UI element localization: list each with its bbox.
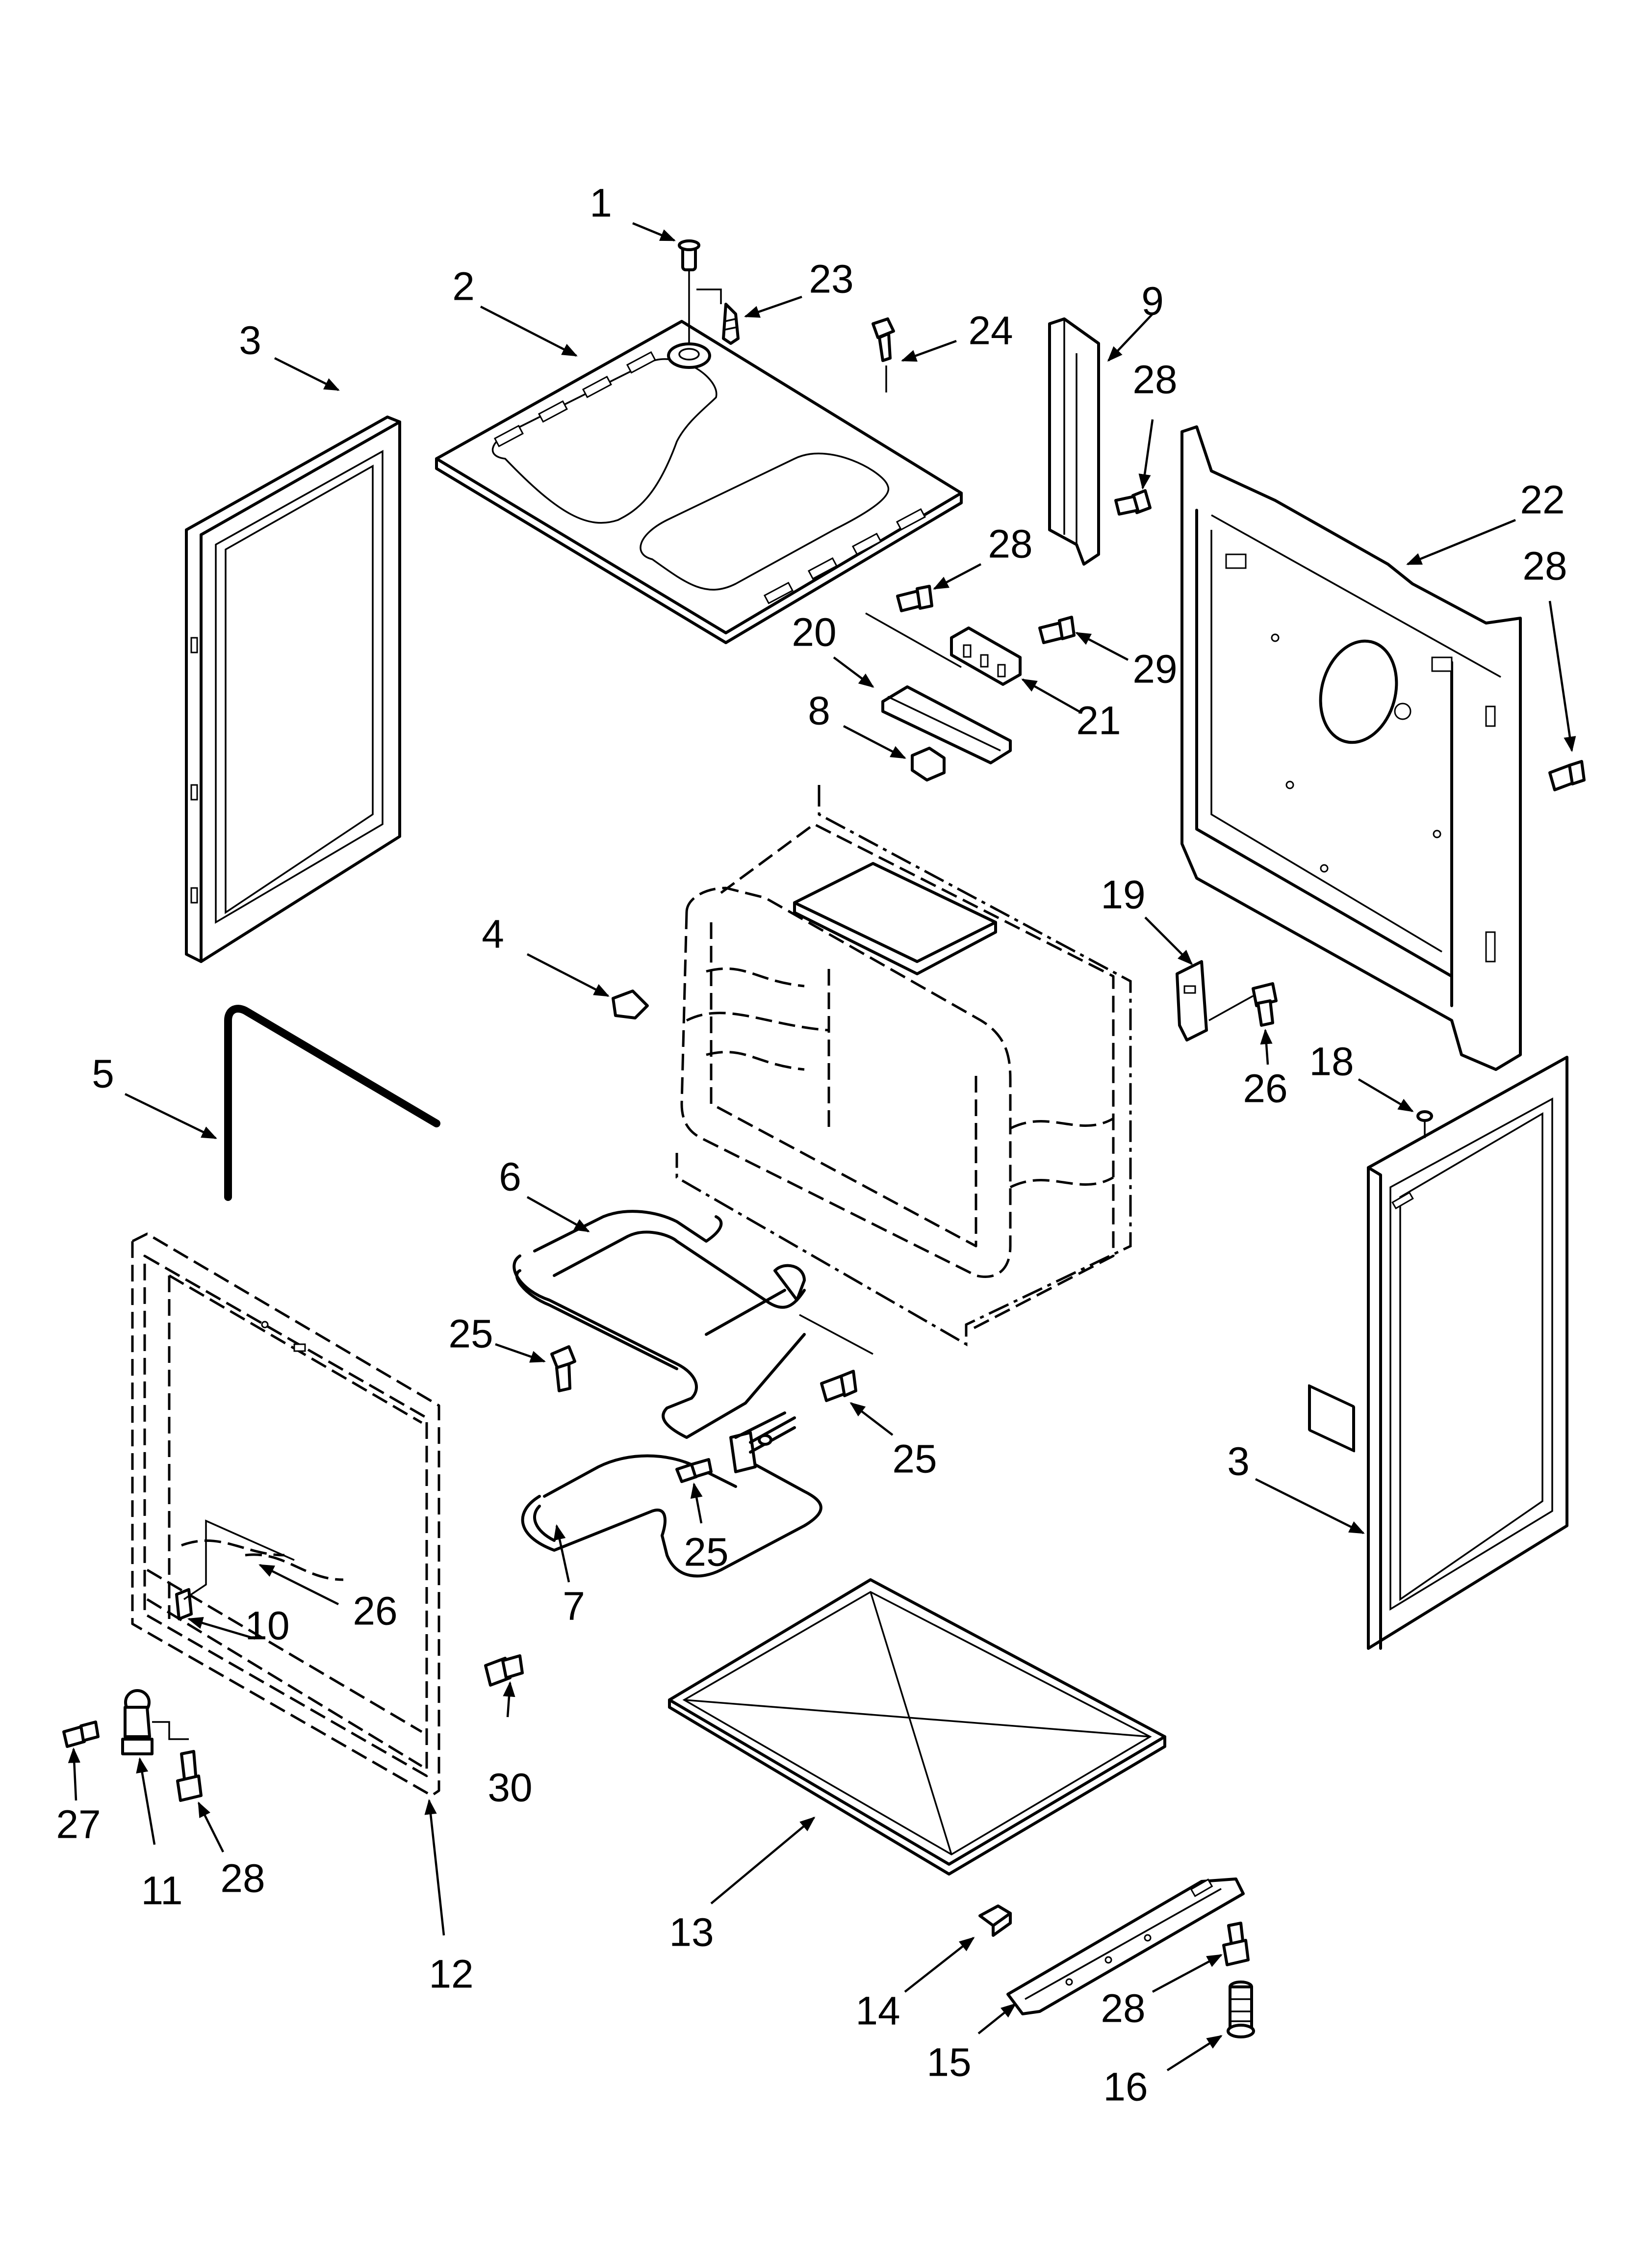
latch-part-10: [175, 1519, 295, 1620]
hinge-part-11: [121, 1689, 189, 1755]
callout-8: 8: [808, 689, 830, 733]
callout-28-b: 28: [1522, 544, 1567, 589]
callout-25-a: 25: [448, 1312, 493, 1356]
callout-27: 27: [56, 1802, 101, 1847]
screw-part-28-f: [1548, 760, 1586, 791]
screw-part-29: [1038, 616, 1076, 644]
callout-2: 2: [452, 264, 475, 309]
callout-10: 10: [245, 1604, 289, 1648]
callout-16: 16: [1103, 2065, 1148, 2110]
screw-part-26-a: [1252, 982, 1278, 1027]
callout-23: 23: [809, 257, 853, 302]
door-frame: [131, 1232, 440, 1797]
screw-part-25-c: [675, 1458, 713, 1483]
callout-28-d: 28: [220, 1856, 265, 1901]
callout-3-left: 3: [239, 318, 261, 363]
clip-part-4: [612, 990, 649, 1019]
callout-26-b: 26: [353, 1589, 397, 1634]
callout-22: 22: [1520, 478, 1565, 522]
rear-panel: [1180, 425, 1522, 1453]
top-pin-part-1: [678, 239, 722, 343]
screw-part-24: [872, 317, 895, 392]
leveling-leg-part-16: [1227, 1981, 1255, 2038]
bracket-part-9: [1048, 317, 1100, 566]
callout-12: 12: [429, 1952, 473, 1997]
bracket-part-21: [950, 626, 1022, 686]
screw-part-27: [62, 1721, 100, 1748]
callout-3-right: 3: [1227, 1439, 1250, 1484]
callout-20: 20: [792, 610, 836, 655]
screw-part-28-b: [1114, 489, 1152, 516]
bracket-part-20: [865, 612, 1012, 764]
callout-labels: 1 2 23 24 3 9 28 22 28 28 29 20 21 8 4 1…: [56, 181, 1567, 2110]
callout-19: 19: [1101, 873, 1145, 917]
callout-29: 29: [1132, 647, 1177, 692]
callout-26-a: 26: [1243, 1067, 1287, 1111]
cooktop-support-panel: [435, 320, 963, 644]
screw-part-28-e: [1222, 1922, 1250, 1966]
bracket-part-19: [1176, 960, 1254, 1042]
callout-30: 30: [487, 1766, 532, 1810]
side-panel-right: [1367, 1056, 1568, 1650]
callout-25-c: 25: [684, 1530, 728, 1575]
callout-21: 21: [1076, 699, 1121, 743]
screw-part-28-d: [176, 1750, 203, 1802]
callout-9: 9: [1141, 279, 1164, 324]
leader-lines: [68, 222, 1576, 2071]
oven-cavity: [675, 785, 1132, 1347]
callout-1: 1: [590, 181, 612, 226]
screw-part-25-b: [820, 1370, 857, 1402]
callout-4: 4: [482, 912, 504, 957]
screw-part-28-c: [896, 585, 933, 612]
callout-15: 15: [926, 2040, 971, 2085]
callout-13: 13: [669, 1910, 714, 1955]
callout-28-e: 28: [1101, 1986, 1145, 2031]
callout-7: 7: [563, 1584, 585, 1629]
callout-5: 5: [92, 1052, 114, 1096]
callout-24: 24: [968, 309, 1013, 353]
screw-part-25-a: [550, 1345, 576, 1392]
screw-part-30: [484, 1654, 524, 1687]
side-panel-left: [185, 416, 401, 963]
callout-11: 11: [141, 1869, 182, 1913]
screw-part-23: [722, 303, 740, 345]
oven-bottom: [668, 1578, 1166, 1876]
callout-28-c: 28: [988, 522, 1032, 567]
callout-18: 18: [1309, 1040, 1354, 1084]
nut-part-8: [911, 747, 946, 782]
callout-6: 6: [499, 1155, 521, 1199]
bake-element: [521, 1411, 822, 1578]
vent-slots: [493, 351, 926, 604]
callout-28-a: 28: [1132, 358, 1177, 402]
callout-14: 14: [855, 1989, 900, 2033]
door-gasket: [224, 1005, 440, 1201]
broil-element: [513, 1210, 873, 1439]
pin-part-18: [1416, 1110, 1433, 1138]
callout-25-b: 25: [892, 1437, 937, 1482]
toe-kick-rail-part-15: [1006, 1877, 1245, 2015]
clip-part-14: [978, 1904, 1012, 1937]
